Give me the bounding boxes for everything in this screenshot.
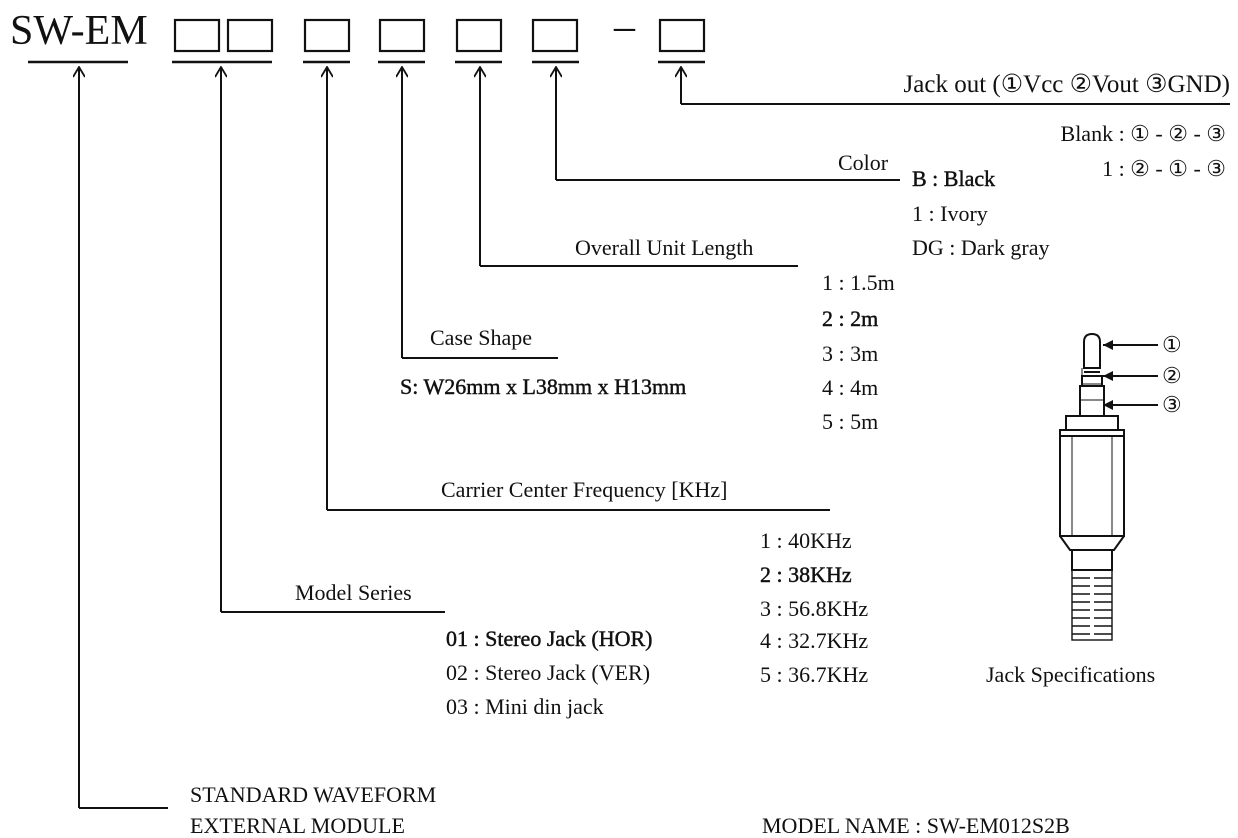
jack-pin-2-label: ② <box>1162 363 1182 388</box>
code-box-length <box>455 18 503 53</box>
jack-out-title: Jack out (①Vcc ②Vout ③GND) <box>903 71 1230 98</box>
frequency-option-4: 4 : 32.7KHz <box>760 628 869 653</box>
case-shape-option-s: S: W26mm x L38mm x H13mm <box>400 374 687 399</box>
jack-plug-icon <box>1059 332 1125 641</box>
frequency-option-3: 3 : 56.8KHz <box>760 596 869 621</box>
code-box-series-2 <box>226 18 274 53</box>
code-prefix: SW-EM <box>10 8 148 54</box>
jack-out-option-1: 1 : ② - ① - ③ <box>1102 156 1226 181</box>
standard-line-1: STANDARD WAVEFORM <box>190 782 437 807</box>
frequency-option-2: 2 : 38KHz <box>760 562 852 587</box>
code-dash: – <box>614 4 635 50</box>
color-option-black: B : Black <box>912 166 996 191</box>
frequency-option-1: 1 : 40KHz <box>760 528 852 553</box>
model-series-option-02: 02 : Stereo Jack (VER) <box>446 660 651 685</box>
color-option-ivory: 1 : Ivory <box>912 201 988 226</box>
color-option-dark-gray: DG : Dark gray <box>912 235 1050 260</box>
jack-pin-1-label: ① <box>1162 332 1182 357</box>
jack-spec-label: Jack Specifications <box>986 662 1156 687</box>
model-series-option-03: 03 : Mini din jack <box>446 694 604 719</box>
frequency-option-5: 5 : 36.7KHz <box>760 662 869 687</box>
jack-out-option-blank: Blank : ① - ② - ③ <box>1060 121 1226 146</box>
color-title: Color <box>838 150 889 175</box>
model-series-option-01: 01 : Stereo Jack (HOR) <box>446 626 653 651</box>
code-box-frequency <box>303 18 351 53</box>
frequency-title: Carrier Center Frequency [KHz] <box>441 477 728 502</box>
model-series-title: Model Series <box>295 580 412 605</box>
case-shape-title: Case Shape <box>430 325 533 350</box>
code-box-case <box>378 18 426 53</box>
jack-pin-3-label: ③ <box>1162 392 1182 417</box>
length-option-3: 3 : 3m <box>822 341 879 366</box>
jack-pin-pointers <box>1103 340 1158 410</box>
length-title: Overall Unit Length <box>575 235 754 260</box>
length-option-1: 1 : 1.5m <box>822 270 895 295</box>
length-option-4: 4 : 4m <box>822 375 879 400</box>
model-name: MODEL NAME : SW-EM012S2B <box>762 813 1070 838</box>
length-option-5: 5 : 5m <box>822 409 879 434</box>
code-box-series-1 <box>173 18 221 53</box>
code-box-color <box>531 18 579 53</box>
length-option-2: 2 : 2m <box>822 306 879 331</box>
standard-line-2: EXTERNAL MODULE <box>190 813 405 838</box>
code-boxes <box>173 18 706 53</box>
leader-lines <box>79 67 1230 809</box>
code-box-jack-out <box>658 18 706 53</box>
